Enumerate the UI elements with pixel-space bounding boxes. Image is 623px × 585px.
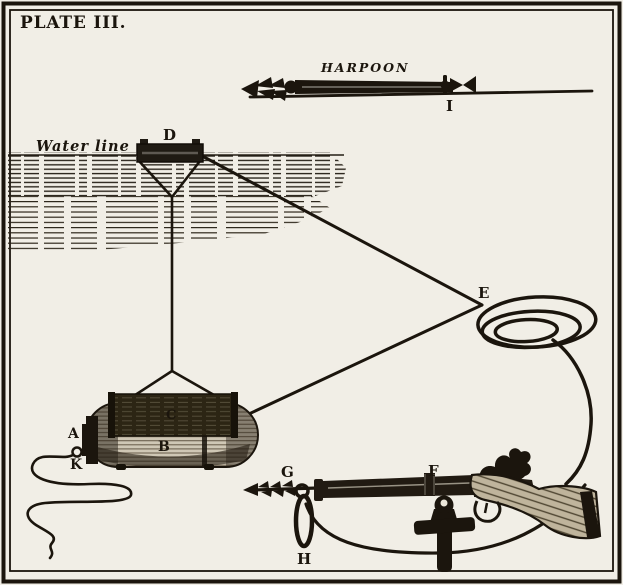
buoy: D <box>136 126 204 163</box>
lanyard-cord <box>26 453 133 560</box>
harpoon-toggle <box>440 75 476 95</box>
barrel-band <box>424 473 435 496</box>
buoy-bridle-left <box>137 159 174 199</box>
trigger-guard <box>473 500 502 523</box>
lanyard-ring <box>71 446 83 458</box>
water-line-label: Water line <box>36 138 130 155</box>
buoy-to-coil-rope <box>202 155 484 307</box>
torpedo-label-a: A <box>67 426 80 442</box>
harpoon-rod <box>248 89 594 99</box>
coil-to-gun-rope <box>551 338 593 486</box>
gun-label-g: G <box>281 463 294 481</box>
torpedo-label-c: C <box>166 408 176 423</box>
water-hatching-lower <box>8 196 330 252</box>
coil-label-e: E <box>478 284 489 302</box>
gun-label-h: H <box>297 550 311 568</box>
gun-stock <box>469 473 602 540</box>
harpoon-barbed-head <box>241 77 453 101</box>
muzzle-collar <box>314 479 323 501</box>
harpoon-title: HARPOON <box>320 60 410 75</box>
butt-cap <box>580 491 600 539</box>
buoy-label-d: D <box>163 126 176 144</box>
rope-coil <box>476 295 598 350</box>
gun-label-f: F <box>428 462 439 480</box>
rigging-lines <box>124 155 484 422</box>
harpoon-figure: HARPOON I <box>241 60 594 115</box>
hanging-loop <box>293 493 315 549</box>
torpedo-label-b: B <box>158 439 170 455</box>
harpoon-rod-label-i: I <box>446 97 453 115</box>
handle-crossbar <box>413 517 476 535</box>
torpedo-strap <box>202 436 207 466</box>
gun-barrel <box>323 475 474 498</box>
torpedo-band <box>111 393 235 437</box>
plate-title: PLATE III. <box>20 13 126 33</box>
torpedo-body-shadow <box>94 444 250 468</box>
torpedo-to-coil-rope <box>234 303 484 422</box>
torpedo-nose-cap <box>86 416 98 464</box>
trigger <box>483 502 489 514</box>
torpedo: A K C B <box>26 392 259 560</box>
buoy-bridle-right <box>170 159 202 199</box>
torpedo-label-k: K <box>70 457 83 473</box>
harpoon-gun: G F H <box>243 448 602 572</box>
